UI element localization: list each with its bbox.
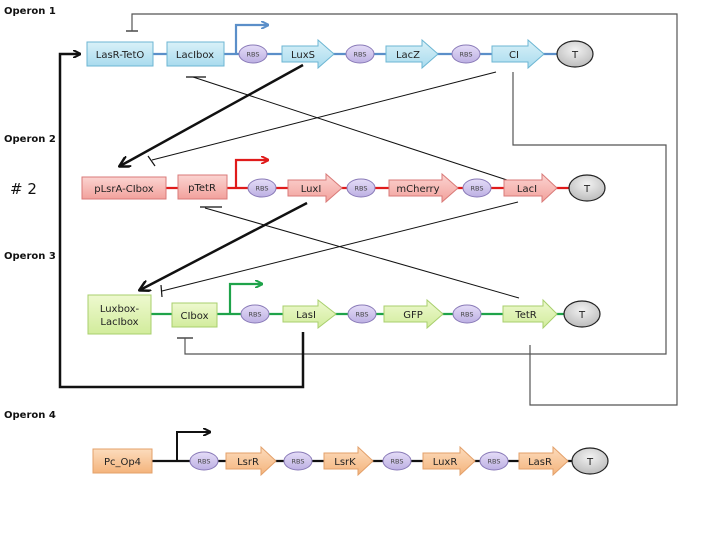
rbs-2-1[interactable] [247, 178, 277, 198]
laci-to-lacibox-repression-line [192, 76, 508, 181]
gene-luxi[interactable] [287, 172, 343, 204]
promoter-pc-op4[interactable] [92, 448, 153, 474]
rbs-label: RBS [391, 458, 404, 466]
operon-4: Pc_Op4 RBS LsrR RBS LsrK RBS LuxR RBS La… [92, 432, 609, 477]
rbs-3-1[interactable] [240, 304, 270, 324]
lasi-to-lasr-teto-activation-line [58, 54, 305, 389]
promoter-lacibox[interactable] [166, 41, 225, 67]
promoter-plsra-cibox[interactable] [81, 176, 167, 200]
gene-luxi-label: LuxI [301, 184, 322, 195]
gene-lasr[interactable] [518, 445, 569, 477]
promoter-luxbox-lacibox[interactable] [87, 294, 152, 335]
construct-number-label: # 2 [10, 180, 37, 198]
operon-3-label: Operon 3 [4, 251, 56, 262]
operon-3: Luxbox- LacIbox CIbox RBS LasI RBS GFP R… [87, 284, 601, 335]
gene-lasr-label: LasR [528, 457, 552, 468]
rbs-label: RBS [460, 51, 473, 59]
operon-1: LasR-TetO LacIbox RBS LuxS RBS LacZ RBS … [86, 25, 594, 70]
terminator-2[interactable] [568, 174, 606, 202]
promoter-pc-op4-label: Pc_Op4 [104, 457, 141, 468]
terminator-4[interactable] [571, 447, 609, 475]
gene-lasi[interactable] [282, 298, 337, 330]
terminator-label: T [578, 310, 586, 321]
operon-4-label: Operon 4 [4, 410, 56, 421]
rbs-label: RBS [256, 185, 269, 193]
gene-lsrr[interactable] [225, 445, 277, 477]
promoter-ptetr-label: pTetR [188, 183, 216, 194]
tetr-to-ptetr-repression-line [204, 207, 520, 299]
rbs-2-2[interactable] [346, 178, 376, 198]
gene-luxs-label: LuxS [291, 50, 315, 61]
rbs-label: RBS [292, 458, 305, 466]
gene-luxr[interactable] [422, 445, 476, 477]
operon-2-label: Operon 2 [4, 134, 56, 145]
rbs-4-3[interactable] [382, 451, 412, 471]
rbs-label: RBS [198, 458, 211, 466]
promoter-lacibox-label: LacIbox [176, 50, 214, 61]
laci-to-luxbox-repression-line [161, 201, 519, 292]
operon-3-transcription-start-arrow [228, 284, 262, 314]
rbs-2-3[interactable] [462, 178, 492, 198]
promoter-lasr-teto-label: LasR-TetO [96, 50, 145, 61]
rbs-4-2[interactable] [283, 451, 313, 471]
gene-laci[interactable] [503, 172, 558, 204]
rbs-label: RBS [355, 185, 368, 193]
gene-lsrk[interactable] [323, 445, 374, 477]
gene-luxr-label: LuxR [433, 457, 458, 468]
rbs-1-3[interactable] [451, 44, 481, 64]
rbs-label: RBS [354, 51, 367, 59]
rbs-3-3[interactable] [452, 304, 482, 324]
rbs-label: RBS [461, 311, 474, 319]
gene-laci-label: LacI [517, 184, 537, 195]
promoter-luxbox-lacibox-label-line1: Luxbox- [100, 304, 140, 315]
ci-to-cibox-repression-line [184, 72, 667, 355]
operon-2: pLsrA-CIbox pTetR RBS LuxI RBS mCherry R… [81, 160, 606, 204]
terminator-1[interactable] [556, 40, 594, 68]
plsra-repression-bar [147, 155, 156, 167]
ci-to-plsra-repression-line [151, 71, 497, 161]
promoter-luxbox-lacibox-label-line2: LacIbox [100, 317, 138, 328]
rbs-4-4[interactable] [479, 451, 509, 471]
terminator-3[interactable] [563, 300, 601, 328]
gene-lsrk-label: LsrK [334, 457, 356, 468]
gene-lacz-label: LacZ [396, 50, 420, 61]
operon-4-transcription-start-arrow [176, 432, 210, 461]
promoter-cibox[interactable] [171, 302, 218, 328]
rbs-label: RBS [247, 51, 260, 59]
luxbox-repression-bar [160, 284, 163, 298]
promoter-plsra-cibox-label: pLsrA-CIbox [94, 184, 154, 195]
promoter-lasr-teto[interactable] [86, 41, 154, 67]
luxi-to-luxbox-activation-line [140, 201, 308, 290]
gene-lacz[interactable] [385, 38, 439, 70]
rbs-1-1[interactable] [238, 44, 268, 64]
gene-tetr[interactable] [502, 298, 558, 330]
gene-gfp-label: GFP [403, 310, 423, 321]
operon-2-transcription-start-arrow [234, 160, 268, 188]
gene-ci-label: CI [509, 50, 519, 61]
terminator-label: T [583, 184, 591, 195]
operon-1-label: Operon 1 [4, 6, 56, 17]
gene-tetr-label: TetR [514, 310, 536, 321]
tetr-to-lasr-teto-repression-line [131, 13, 678, 406]
rbs-label: RBS [356, 311, 369, 319]
luxs-to-plsra-activation-line [120, 63, 304, 166]
rbs-3-2[interactable] [347, 304, 377, 324]
gene-gfp[interactable] [383, 298, 444, 330]
gene-luxs[interactable] [281, 38, 335, 70]
rbs-label: RBS [471, 185, 484, 193]
gene-ci[interactable] [491, 38, 545, 70]
gene-lasi-label: LasI [296, 310, 316, 321]
gene-mcherry-label: mCherry [396, 184, 439, 195]
rbs-label: RBS [488, 458, 501, 466]
operon-1-transcription-start-arrow [234, 25, 268, 54]
promoter-cibox-label: CIbox [180, 311, 208, 322]
promoter-ptetr[interactable] [177, 174, 228, 200]
rbs-1-2[interactable] [345, 44, 375, 64]
gene-lsrr-label: LsrR [237, 457, 259, 468]
terminator-label: T [571, 50, 579, 61]
terminator-label: T [586, 457, 594, 468]
rbs-4-1[interactable] [189, 451, 219, 471]
gene-mcherry[interactable] [388, 172, 459, 204]
rbs-label: RBS [249, 311, 262, 319]
